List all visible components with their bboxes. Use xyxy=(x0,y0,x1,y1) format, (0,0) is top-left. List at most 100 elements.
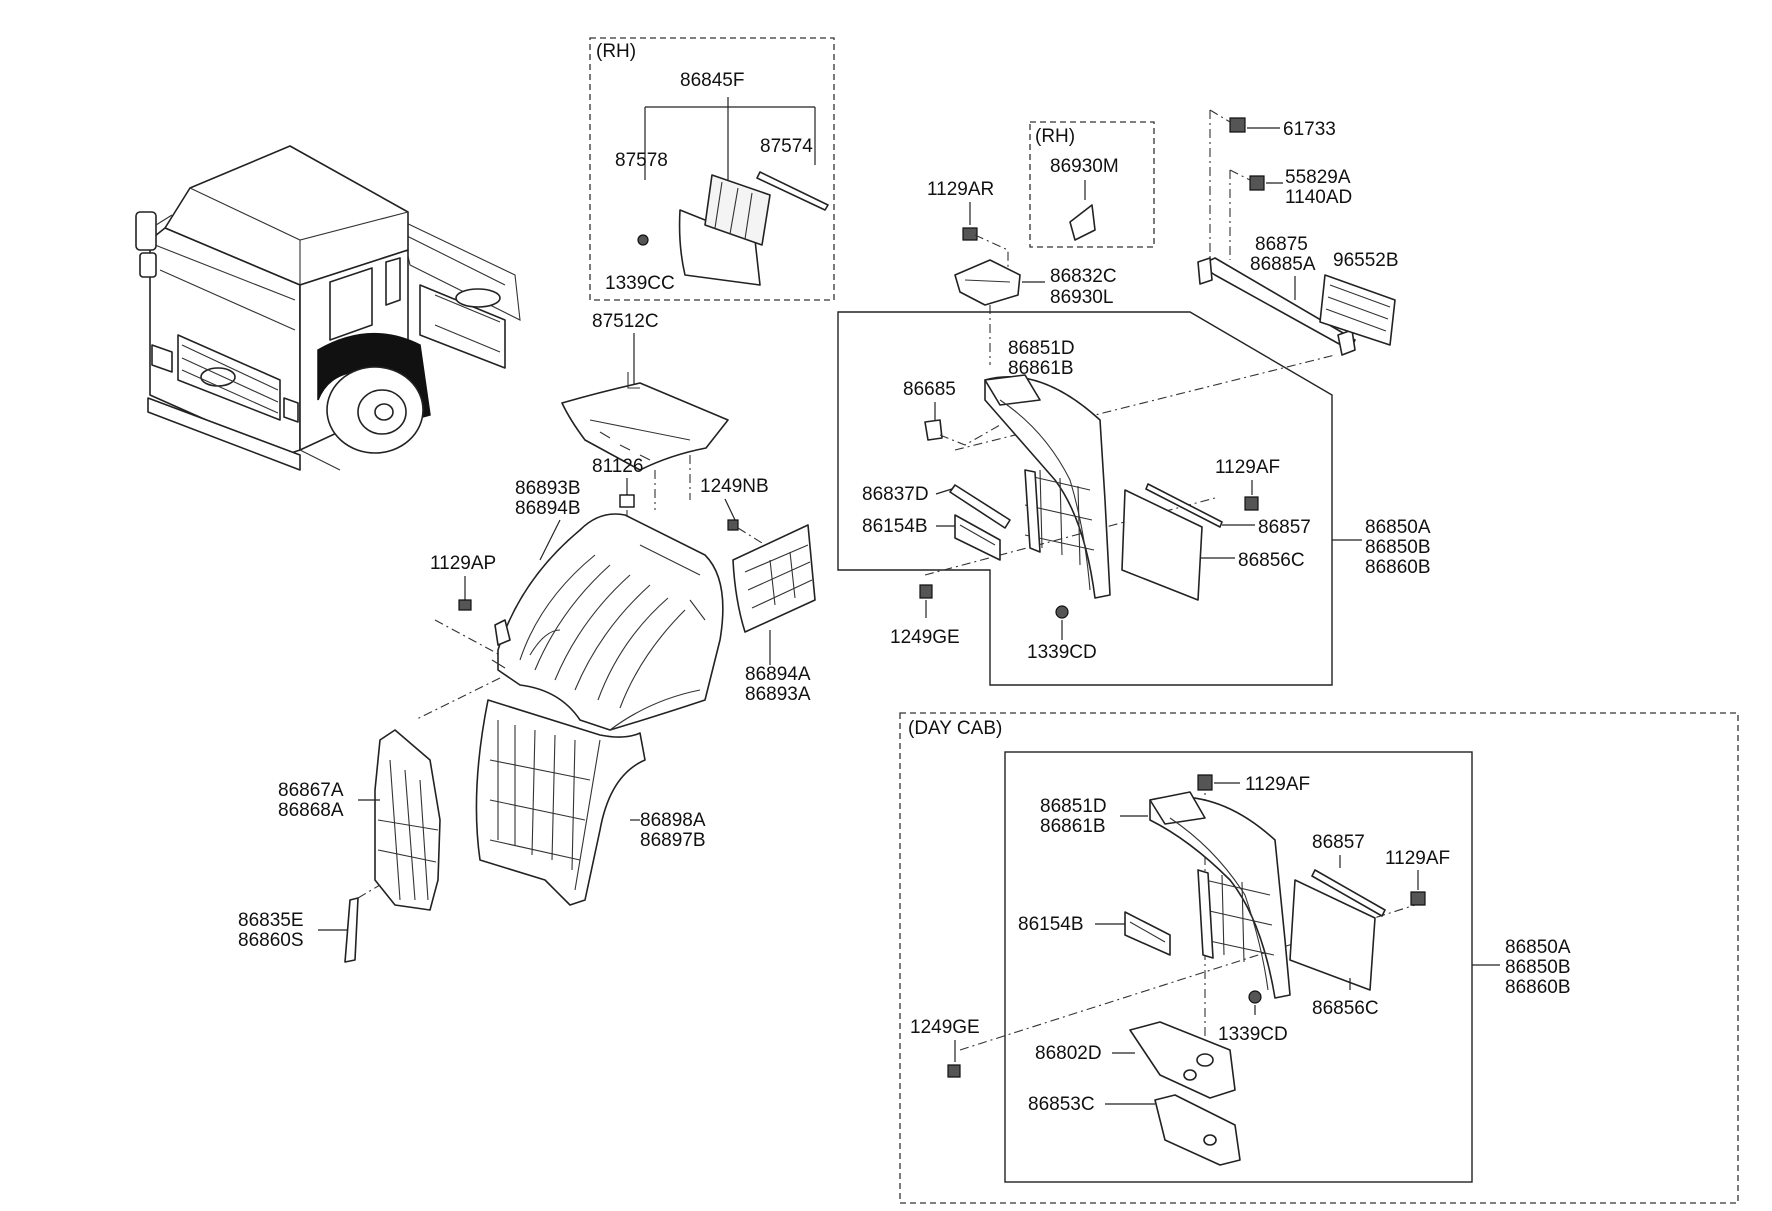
label-86930M: 86930M xyxy=(1050,156,1119,177)
label-86856C-daycab: 86856C xyxy=(1312,998,1379,1019)
label-1339CD: 1339CD xyxy=(1027,642,1097,663)
bracket-86802D xyxy=(1129,1021,1236,1099)
label-1129AP: 1129AP xyxy=(430,553,496,574)
fender-group-box-upper xyxy=(837,311,1333,686)
label-86853C: 86853C xyxy=(1028,1094,1095,1115)
label-86835E: 86835E xyxy=(238,910,304,931)
label-1129AF-daycab-right: 1129AF xyxy=(1385,848,1450,869)
label-86868A: 86868A xyxy=(278,800,344,821)
bracket-86930M xyxy=(1069,204,1096,241)
flap-86856C-daycab xyxy=(1289,879,1376,991)
label-61733: 61733 xyxy=(1283,119,1336,140)
panel-86894A xyxy=(732,524,816,633)
label-55829A: 55829A xyxy=(1285,167,1351,188)
label-1140AD: 1140AD xyxy=(1285,187,1352,208)
bar-86875 xyxy=(1197,257,1356,356)
bolt-1129AP xyxy=(458,599,472,611)
label-1339CC: 1339CC xyxy=(605,273,675,294)
label-86850A: 86850A xyxy=(1365,517,1431,538)
bracket-86853C xyxy=(1154,1094,1241,1166)
bracket-86837D xyxy=(949,484,1011,529)
bolt-61733 xyxy=(1229,117,1246,133)
fender-86898A xyxy=(475,699,646,906)
rh-label-top: (RH) xyxy=(596,41,636,62)
label-86154B-daycab: 86154B xyxy=(1018,914,1084,935)
bolt-1129AR xyxy=(962,227,978,241)
panel-86867A xyxy=(374,729,441,911)
strip-86857 xyxy=(1145,483,1223,528)
label-86893A: 86893A xyxy=(745,684,811,705)
label-87578: 87578 xyxy=(615,150,668,171)
clip-86685 xyxy=(924,419,943,441)
label-86802D: 86802D xyxy=(1035,1043,1102,1064)
label-86860S: 86860S xyxy=(238,930,304,951)
rh-group-box xyxy=(589,37,835,301)
label-1339CD-daycab: 1339CD xyxy=(1218,1024,1288,1045)
label-86845F: 86845F xyxy=(680,70,744,91)
bolt-1249GE xyxy=(919,584,933,599)
mud-flap-86845F xyxy=(678,171,829,286)
label-86860B-daycab: 86860B xyxy=(1505,977,1571,998)
label-86850B: 86850B xyxy=(1365,537,1431,558)
bolt-1129AF-daycab-right xyxy=(1410,891,1426,906)
bolt-1129AF xyxy=(1244,496,1259,511)
label-86851D-top: 86851D xyxy=(1008,338,1075,359)
label-1249GE: 1249GE xyxy=(890,627,960,648)
label-86850B-daycab: 86850B xyxy=(1505,957,1571,978)
truck-cab-illustration xyxy=(135,145,521,471)
label-86832C: 86832C xyxy=(1050,266,1117,287)
label-87512C: 87512C xyxy=(592,311,659,332)
bracket-86832C xyxy=(954,259,1021,306)
label-86154B: 86154B xyxy=(862,516,928,537)
label-86893B: 86893B xyxy=(515,478,581,499)
label-87574: 87574 xyxy=(760,136,813,157)
label-81126: 81126 xyxy=(592,456,643,477)
label-86867A: 86867A xyxy=(278,780,344,801)
label-86861B-daycab: 86861B xyxy=(1040,816,1106,837)
bolt-1339CD-daycab xyxy=(1248,990,1262,1004)
label-86897B: 86897B xyxy=(640,830,706,851)
label-86885A: 86885A xyxy=(1250,254,1316,275)
label-1129AF: 1129AF xyxy=(1215,457,1280,478)
panel-87512C xyxy=(561,372,729,471)
bracket-86154B-daycab xyxy=(1124,911,1171,956)
rh-bracket-box xyxy=(1029,121,1155,248)
label-1129AF-daycab-top: 1129AF xyxy=(1245,774,1310,795)
bolt-55829A xyxy=(1249,175,1265,191)
flap-86856C xyxy=(1121,489,1203,601)
bolt-1129AF-daycab-top xyxy=(1197,774,1213,791)
label-86875: 86875 xyxy=(1255,234,1308,255)
label-86857-daycab: 86857 xyxy=(1312,832,1365,853)
label-86861B-top: 86861B xyxy=(1008,358,1074,379)
label-86685: 86685 xyxy=(903,379,956,400)
strip-86857-daycab xyxy=(1311,869,1386,917)
label-86894B: 86894B xyxy=(515,498,581,519)
label-86856C: 86856C xyxy=(1238,550,1305,571)
clip-81126 xyxy=(619,494,635,508)
label-86851D-daycab: 86851D xyxy=(1040,796,1107,817)
label-86857: 86857 xyxy=(1258,517,1311,538)
fender-86851D-daycab xyxy=(1149,791,1291,999)
day-cab-box xyxy=(899,712,1739,1204)
label-96552B: 96552B xyxy=(1333,250,1399,271)
label-86930L: 86930L xyxy=(1050,287,1113,308)
bolt-1339CC xyxy=(637,234,649,246)
label-86860B: 86860B xyxy=(1365,557,1431,578)
bolt-1249GE-daycab xyxy=(947,1064,961,1078)
fender-86851D xyxy=(984,374,1111,599)
day-cab-label: (DAY CAB) xyxy=(908,718,1002,739)
bracket-86835E xyxy=(344,897,359,963)
day-cab-inner-box xyxy=(1004,751,1473,1183)
label-86898A: 86898A xyxy=(640,810,706,831)
label-86894A: 86894A xyxy=(745,664,811,685)
panel-96552B xyxy=(1319,274,1396,346)
label-1249NB: 1249NB xyxy=(700,476,769,497)
bolt-1249NB xyxy=(727,519,739,531)
label-1249GE-daycab: 1249GE xyxy=(910,1017,980,1038)
rh-label-bracket: (RH) xyxy=(1035,126,1075,147)
label-86837D: 86837D xyxy=(862,484,929,505)
bolt-1339CD xyxy=(1055,605,1069,619)
label-1129AR: 1129AR xyxy=(927,179,994,200)
label-86850A-daycab: 86850A xyxy=(1505,937,1571,958)
